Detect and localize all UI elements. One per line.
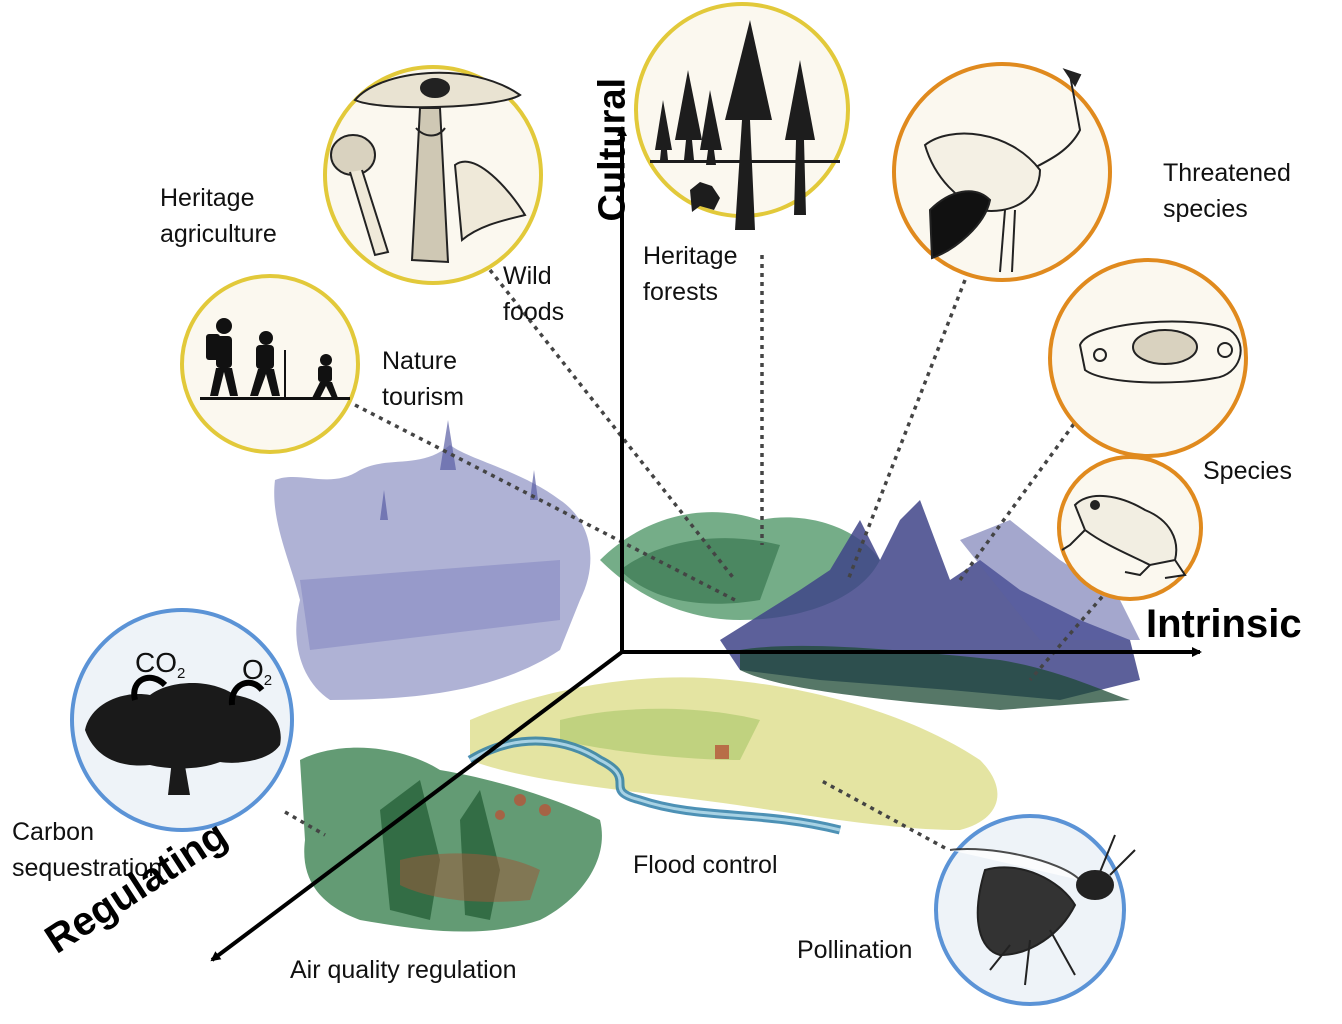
leader-lines [284, 255, 1110, 850]
hikers-icon [200, 318, 350, 400]
conifer-forest-icon [650, 20, 840, 230]
carbon-sequestration-label-line2: sequestration [12, 854, 163, 882]
o2-text: O2 [242, 654, 273, 689]
crane-bird-icon [923, 68, 1082, 273]
flood-control-label: Flood control [633, 851, 778, 879]
heritage-forests-label-line2: forests [643, 278, 719, 306]
wild-foods-circle [323, 65, 543, 285]
leader-carbon [284, 810, 326, 837]
leader-frog [1028, 588, 1110, 682]
species-label: Species [1203, 457, 1292, 485]
nature-tourism-circle [180, 274, 360, 454]
pollination-circle [934, 814, 1136, 1006]
bee-icon [949, 834, 1136, 986]
regulating-axis [210, 650, 624, 962]
o2-arrow-icon [228, 679, 265, 706]
carbon-sequestration-label-line1: Carbon [12, 818, 94, 846]
heritage-agriculture-label-line2: agriculture [160, 220, 277, 248]
seed-pod-circle [1048, 258, 1248, 458]
wild-foods-label-line2: foods [503, 298, 565, 326]
carbon-sequestration-circle [70, 608, 294, 832]
threatened-species-label-line2: species [1163, 195, 1248, 223]
leader-wild-foods [488, 268, 737, 582]
nature-tourism-label-line2: tourism [382, 383, 464, 411]
landscape-illustration [274, 420, 1140, 932]
heritage-agriculture-label-line1: Heritage [160, 184, 255, 212]
threatened-species-circle [892, 62, 1112, 282]
heritage-forests-circle [634, 2, 850, 230]
wild-foods-label-line1: Wild [503, 262, 552, 290]
nature-tourism-label-line1: Nature [382, 347, 458, 375]
cultural-axis-label: Cultural [591, 77, 634, 222]
leader-species-pod [958, 393, 1097, 582]
seed-pod-icon [1078, 320, 1242, 384]
mushroom-icon [330, 71, 527, 264]
co2-text: CO2 [135, 647, 186, 682]
intrinsic-axis-label: Intrinsic [1146, 602, 1302, 646]
pollination-label: Pollination [797, 936, 913, 964]
heritage-forests-label-line1: Heritage [643, 242, 738, 270]
air-quality-regulation-label: Air quality regulation [290, 956, 517, 984]
threatened-species-label-line1: Threatened [1163, 159, 1291, 187]
leader-pollination [819, 778, 946, 850]
axes [210, 126, 1202, 962]
species-circle [1057, 455, 1203, 601]
frog-icon [1061, 494, 1187, 579]
blue-backdrop [274, 445, 591, 700]
co2-arrow-icon [131, 674, 168, 701]
